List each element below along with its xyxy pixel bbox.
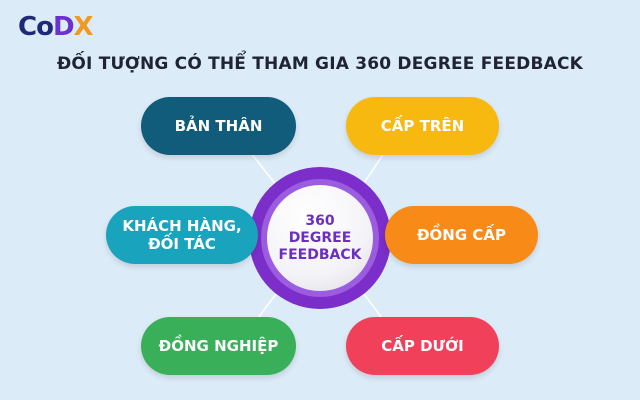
page-title: ĐỐI TƯỢNG CÓ THỂ THAM GIA 360 DEGREE FEE… bbox=[56, 54, 584, 74]
logo-co: Co bbox=[18, 12, 54, 42]
center-circle: 360 DEGREE FEEDBACK bbox=[267, 185, 373, 291]
node-cap-tren-label: CẤP TRÊN bbox=[380, 117, 465, 135]
node-ban-than-label: BẢN THÂN bbox=[174, 117, 263, 135]
node-khach-hang-label: KHÁCH HÀNG, bbox=[122, 217, 242, 235]
node-dong-cap: ĐỒNG CẤP bbox=[385, 206, 538, 264]
logo-d: D bbox=[52, 12, 75, 42]
node-ban-than: BẢN THÂN bbox=[141, 97, 296, 155]
node-dong-nghiep-label: ĐỒNG NGHIỆP bbox=[158, 337, 279, 355]
node-cap-duoi-label: CẤP DƯỚI bbox=[381, 337, 464, 355]
center-line-2: DEGREE bbox=[288, 229, 352, 246]
node-dong-cap-label: ĐỒNG CẤP bbox=[416, 226, 507, 244]
node-doi-tac-label: ĐỐI TÁC bbox=[148, 235, 216, 253]
center-line-3: FEEDBACK bbox=[278, 246, 362, 263]
center-line-1: 360 bbox=[305, 212, 335, 229]
node-cap-duoi: CẤP DƯỚI bbox=[346, 317, 499, 375]
logo-x: X bbox=[73, 12, 94, 42]
node-dong-nghiep: ĐỒNG NGHIỆP bbox=[141, 317, 296, 375]
node-cap-tren: CẤP TRÊN bbox=[346, 97, 499, 155]
node-khach-hang-doi-tac: KHÁCH HÀNG, ĐỐI TÁC bbox=[106, 206, 258, 264]
